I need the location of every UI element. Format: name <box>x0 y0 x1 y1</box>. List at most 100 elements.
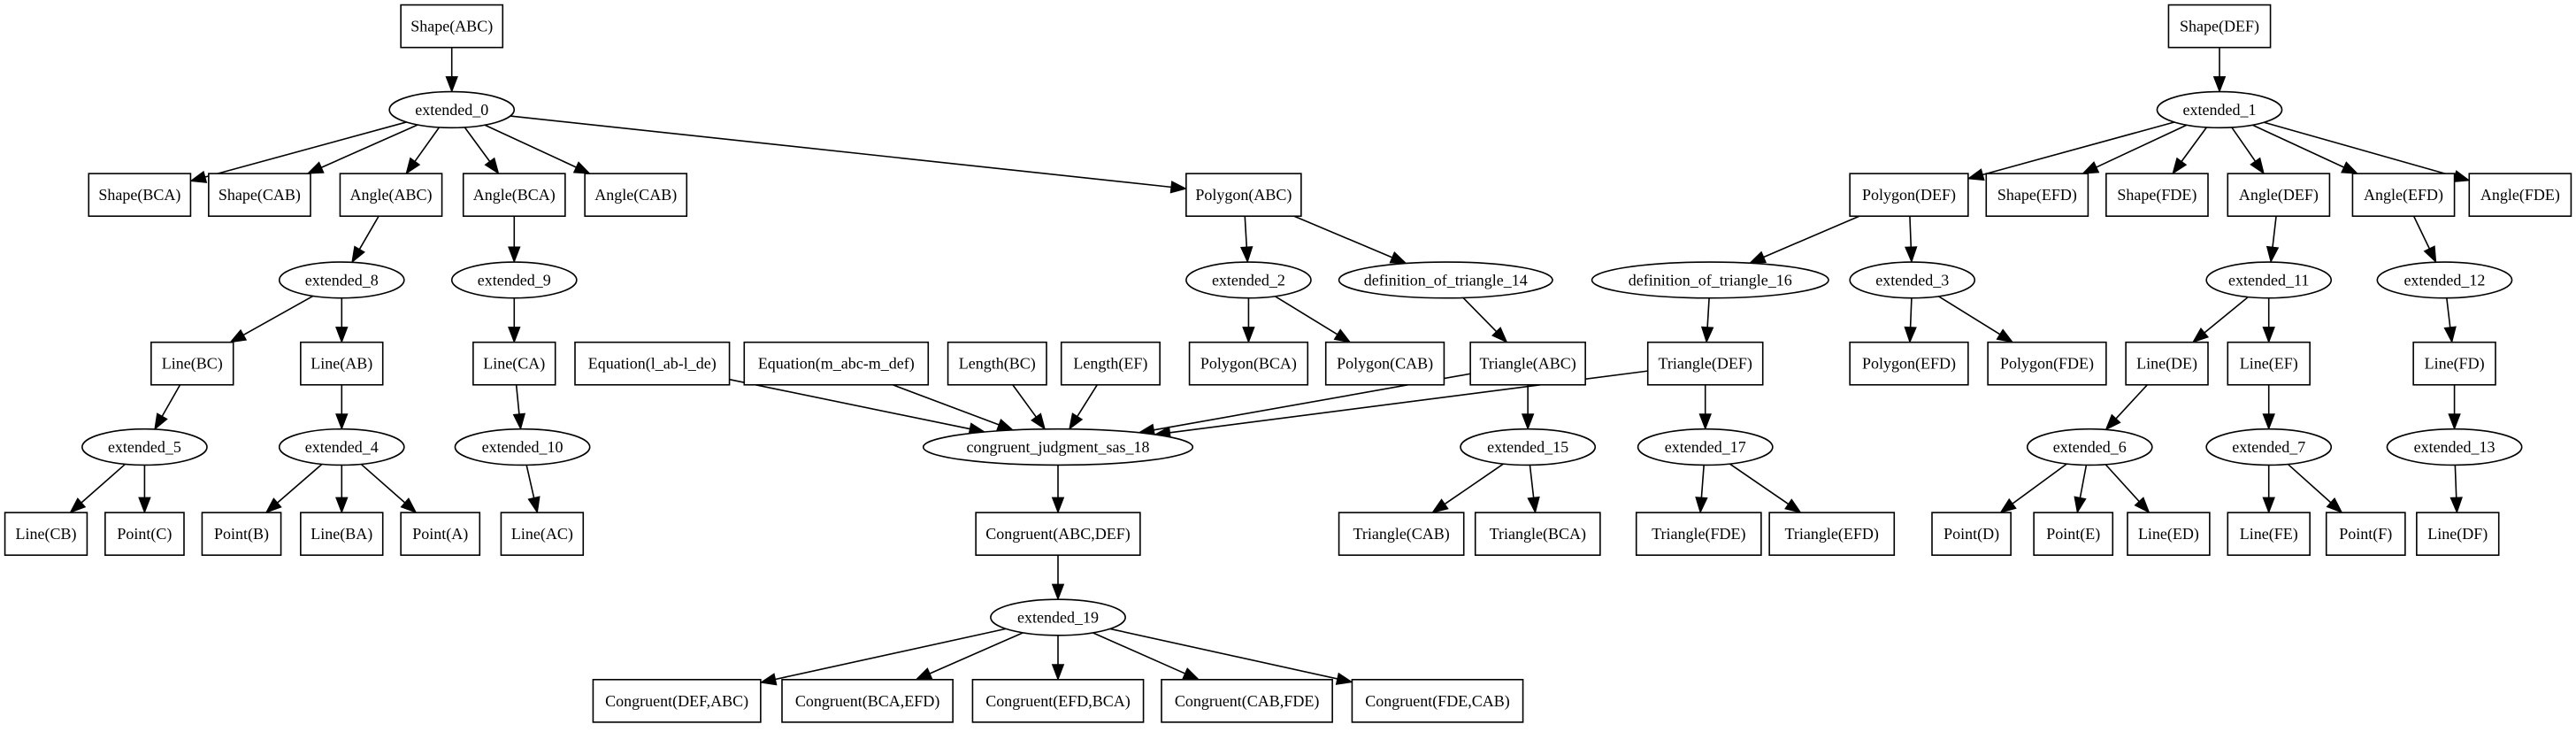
edge <box>138 465 151 514</box>
edge-line <box>510 115 1172 189</box>
arrowhead-icon <box>1242 327 1255 344</box>
node-rect <box>2468 173 2572 218</box>
node-label: Polygon(FDE) <box>2000 355 2094 374</box>
arrowhead-icon <box>996 418 1015 431</box>
edge <box>1729 463 1802 513</box>
edge <box>1431 463 1504 513</box>
node-label: congruent_judgment_sas_18 <box>967 438 1150 456</box>
node-box: Line(DF) <box>2416 512 2500 556</box>
node-box: Shape(FDE) <box>2105 173 2209 218</box>
node-rect <box>1324 341 1445 386</box>
node-ellipse-shape <box>2205 428 2333 466</box>
edge-line <box>161 384 181 417</box>
node-rect <box>1987 341 2107 386</box>
edge <box>1051 635 1065 682</box>
node-ellipse: extended_3 <box>1849 261 1976 299</box>
edge <box>1240 216 1254 264</box>
node-ellipse: extended_2 <box>1185 261 1312 299</box>
node-ellipse-shape <box>1338 261 1553 299</box>
arrowhead-icon <box>2341 161 2359 174</box>
node-rect <box>1338 512 1465 556</box>
node-rect <box>2325 512 2406 556</box>
node-ellipse: extended_0 <box>388 90 516 129</box>
edge-line <box>1706 297 1710 327</box>
node-box: Congruent(DEF,ABC) <box>592 678 762 723</box>
node-box: Congruent(ABC,DEF) <box>975 512 1141 556</box>
edge-line <box>515 384 520 414</box>
node-label: extended_12 <box>2404 271 2485 289</box>
node-box: Point(E) <box>2033 512 2114 556</box>
node-ellipse-shape <box>1185 261 1312 299</box>
node-label: extended_2 <box>1212 271 1285 289</box>
edge-line <box>2181 127 2208 162</box>
edge-line <box>2272 216 2277 248</box>
node-box: Polygon(BCA) <box>1188 341 1309 386</box>
edge-line <box>892 384 1000 426</box>
edge <box>1051 555 1065 601</box>
node-rect <box>1849 173 1969 218</box>
node-label: Polygon(DEF) <box>1862 186 1956 204</box>
edge <box>484 124 591 174</box>
node-rect <box>1635 512 1762 556</box>
arrowhead-icon <box>2452 170 2471 183</box>
edge-line <box>2104 464 2140 503</box>
node-label: Length(BC) <box>959 355 1036 374</box>
node-label: Line(ED) <box>2138 525 2199 543</box>
arrowhead-icon <box>1521 413 1535 431</box>
node-ellipse-shape <box>2386 428 2523 466</box>
edge <box>759 628 1007 686</box>
edge-line <box>464 127 491 162</box>
node-label: Point(D) <box>1944 525 1999 543</box>
arrowhead-icon <box>1698 413 1712 431</box>
edge <box>1904 297 1917 344</box>
arrowhead-icon <box>1169 181 1188 194</box>
node-rect <box>2105 173 2209 218</box>
node-rect <box>2227 173 2331 218</box>
node-box: Length(EF) <box>1060 341 1161 386</box>
edge-line <box>2252 124 2344 168</box>
node-label: Line(BC) <box>162 355 223 374</box>
edge <box>512 384 526 431</box>
arrowhead-icon <box>405 157 421 175</box>
node-box: Polygon(FDE) <box>1987 341 2107 386</box>
node-label: Line(BA) <box>310 525 372 543</box>
arrowhead-icon <box>2326 497 2343 514</box>
edge-line <box>729 378 970 430</box>
arrowhead-icon <box>351 245 365 264</box>
edge <box>1527 465 1540 514</box>
edge <box>2074 465 2088 514</box>
node-box: Line(EF) <box>2227 341 2311 386</box>
node-box: Line(ED) <box>2127 512 2211 556</box>
arrowhead-icon <box>484 157 500 175</box>
node-label: extended_17 <box>1665 438 1746 456</box>
node-box: Angle(FDE) <box>2468 173 2572 218</box>
node-rect <box>584 173 688 218</box>
edge <box>1242 297 1255 344</box>
node-rect <box>462 173 566 218</box>
node-ellipse-shape <box>990 598 1126 636</box>
arrowhead-icon <box>1999 497 2017 513</box>
nodes-layer: Shape(ABC)extended_0Shape(BCA)Shape(CAB)… <box>4 4 2572 723</box>
node-ellipse-shape <box>2376 261 2513 299</box>
node-rect <box>2412 341 2496 386</box>
node-label: Congruent(DEF,ABC) <box>605 692 748 711</box>
node-box: Line(CA) <box>472 341 556 386</box>
edge <box>1462 297 1508 343</box>
node-label: Equation(m_abc-m_def) <box>758 355 915 374</box>
node-label: Point(C) <box>117 525 172 543</box>
node-box: Angle(ABC) <box>339 173 443 218</box>
arrowhead-icon <box>915 667 933 681</box>
node-label: Shape(DEF) <box>2180 18 2259 36</box>
arrowhead-icon <box>1996 328 2014 343</box>
node-ellipse: extended_9 <box>450 261 578 299</box>
arrowhead-icon <box>189 170 208 183</box>
edge <box>351 215 380 264</box>
node-rect <box>1474 512 1601 556</box>
node-label: Line(FD) <box>2425 355 2485 374</box>
node-box: Angle(DEF) <box>2227 173 2331 218</box>
node-rect <box>1188 341 1309 386</box>
arrowhead-icon <box>759 673 778 686</box>
edge <box>508 216 521 264</box>
node-label: Angle(ABC) <box>350 186 433 204</box>
